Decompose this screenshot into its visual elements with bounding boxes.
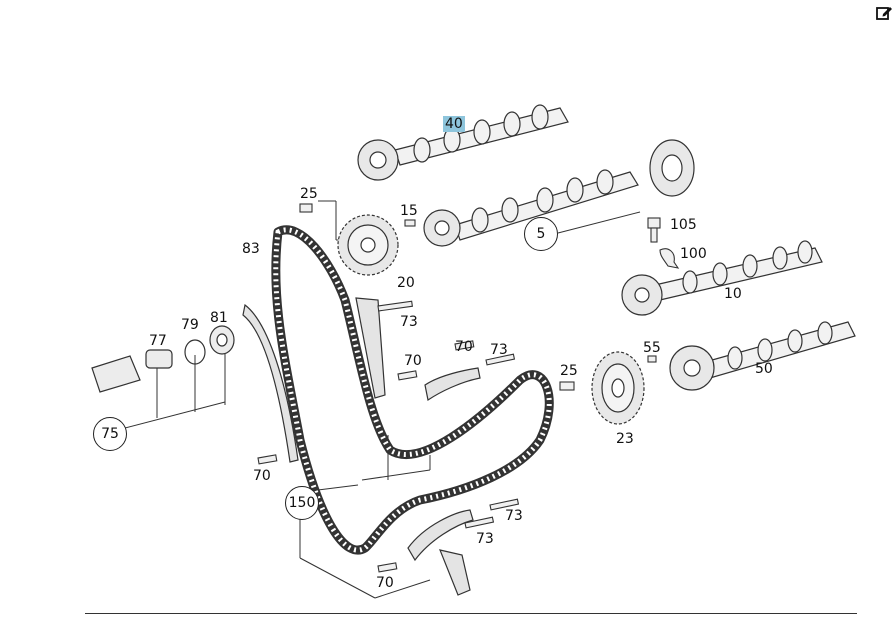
part-label-73[interactable]: 73 <box>400 314 418 330</box>
part-label-73[interactable]: 73 <box>476 531 494 547</box>
part-label-79[interactable]: 79 <box>181 317 199 333</box>
camshaft-50 <box>669 321 856 391</box>
part-circle-150[interactable]: 150 <box>285 486 319 520</box>
part-label-25[interactable]: 25 <box>300 186 318 202</box>
camshaft-5 <box>423 139 695 247</box>
part-label-77[interactable]: 77 <box>149 333 167 349</box>
part-label-15[interactable]: 15 <box>400 203 418 219</box>
part-label-10[interactable]: 10 <box>724 286 742 302</box>
part-label-25[interactable]: 25 <box>560 363 578 379</box>
part-label-70[interactable]: 70 <box>376 575 394 591</box>
part-circle-5[interactable]: 5 <box>524 217 558 251</box>
part-label-100[interactable]: 100 <box>680 246 707 262</box>
part-label-70[interactable]: 70 <box>253 468 271 484</box>
part-label-70[interactable]: 70 <box>404 353 422 369</box>
edit-icon[interactable] <box>875 4 893 22</box>
guide-rail-center <box>355 297 481 596</box>
part-label-20[interactable]: 20 <box>397 275 415 291</box>
part-label-50[interactable]: 50 <box>755 361 773 377</box>
part-circle-75[interactable]: 75 <box>93 417 127 451</box>
part-label-73[interactable]: 73 <box>490 342 508 358</box>
guide-rail-left <box>242 303 299 463</box>
timing-chain-links <box>273 227 552 553</box>
part-label-55[interactable]: 55 <box>643 340 661 356</box>
bottom-divider <box>85 613 857 614</box>
part-label-23[interactable]: 23 <box>616 431 634 447</box>
part-label-40[interactable]: 40 <box>443 116 465 132</box>
sprocket-23 <box>591 351 645 425</box>
pins <box>257 203 680 573</box>
part-label-70[interactable]: 70 <box>455 339 473 355</box>
tensioner-assembly <box>91 325 235 393</box>
camshaft-10 <box>621 240 823 316</box>
part-label-83[interactable]: 83 <box>242 241 260 257</box>
part-label-81[interactable]: 81 <box>210 310 228 326</box>
camshaft-40 <box>357 104 569 181</box>
part-label-105[interactable]: 105 <box>670 217 697 233</box>
sprocket-20 <box>337 214 399 276</box>
part-label-73[interactable]: 73 <box>505 508 523 524</box>
